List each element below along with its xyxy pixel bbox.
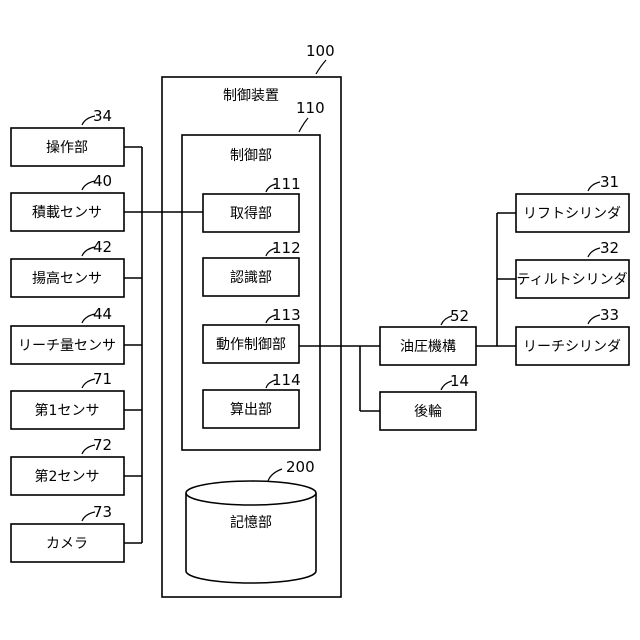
hydraulic-mechanism-ref: 52	[450, 307, 469, 325]
control-device-leader	[316, 60, 326, 74]
acquisition-unit-label: 取得部	[230, 205, 272, 222]
control-device-ref: 100	[306, 42, 335, 60]
storage-ref: 200	[286, 458, 315, 476]
camera-label: カメラ	[46, 536, 88, 552]
input-load-sensor: 積載センサ 40	[11, 172, 124, 231]
load-sensor-ref: 40	[93, 172, 112, 190]
tilt-cylinder-label: ティルトシリンダ	[516, 272, 627, 288]
rear-wheel-label: 後輪	[414, 403, 442, 420]
storage-label: 記憶部	[230, 514, 272, 531]
input-lift-height-sensor: 揚高センサ 42	[11, 238, 124, 297]
lift-cylinder-leader	[588, 182, 600, 191]
rear-wheel: 後輪 14	[380, 372, 476, 430]
camera-ref: 73	[93, 503, 112, 521]
motion-control-unit-label: 動作制御部	[216, 337, 286, 353]
tilt-cylinder-leader	[588, 248, 600, 257]
recognition-unit-ref: 112	[272, 239, 301, 257]
calculation-unit-ref: 114	[272, 371, 301, 389]
operation-unit-ref: 34	[93, 107, 112, 125]
rear-wheel-ref: 14	[450, 372, 469, 390]
storage-cylinder-top	[186, 481, 316, 505]
control-unit-label: 制御部	[230, 148, 272, 164]
hydraulic-mechanism-label: 油圧機構	[400, 339, 456, 355]
calculation-unit-label: 算出部	[230, 402, 272, 418]
recognition-unit-label: 認識部	[230, 270, 272, 286]
control-device-label: 制御装置	[223, 88, 279, 104]
acquisition-unit-ref: 111	[272, 175, 301, 193]
tilt-cylinder-ref: 32	[600, 239, 619, 257]
input-operation-unit: 操作部 34	[11, 107, 124, 166]
reach-sensor-ref: 44	[93, 305, 112, 323]
lift-cylinder-label: リフトシリンダ	[523, 206, 621, 222]
lift-height-sensor-label: 揚高センサ	[32, 270, 102, 287]
reach-cylinder-ref: 33	[600, 306, 619, 324]
operation-unit-label: 操作部	[46, 140, 88, 156]
cylinder-bus	[476, 213, 516, 346]
storage-cylinder-body	[186, 493, 316, 583]
input-second-sensor: 第2センサ 72	[11, 436, 124, 495]
control-unit-ref: 110	[296, 99, 325, 117]
first-sensor-ref: 71	[93, 370, 112, 388]
input-reach-sensor: リーチ量センサ 44	[11, 305, 124, 364]
lift-height-sensor-ref: 42	[93, 238, 112, 256]
input-camera: カメラ 73	[11, 503, 124, 562]
lift-cylinder: リフトシリンダ 31	[516, 173, 629, 232]
reach-cylinder-label: リーチシリンダ	[523, 339, 621, 355]
motion-control-unit-ref: 113	[272, 306, 301, 324]
tilt-cylinder: ティルトシリンダ 32	[516, 239, 629, 298]
reach-cylinder: リーチシリンダ 33	[516, 306, 629, 365]
lift-cylinder-ref: 31	[600, 173, 619, 191]
hydraulic-mechanism: 油圧機構 52	[380, 307, 476, 365]
reach-sensor-label: リーチ量センサ	[18, 338, 116, 354]
reach-cylinder-leader	[588, 315, 600, 324]
second-sensor-label: 第2センサ	[35, 468, 100, 485]
second-sensor-ref: 72	[93, 436, 112, 454]
first-sensor-label: 第1センサ	[35, 402, 100, 419]
load-sensor-label: 積載センサ	[32, 205, 102, 221]
input-first-sensor: 第1センサ 71	[11, 370, 124, 429]
